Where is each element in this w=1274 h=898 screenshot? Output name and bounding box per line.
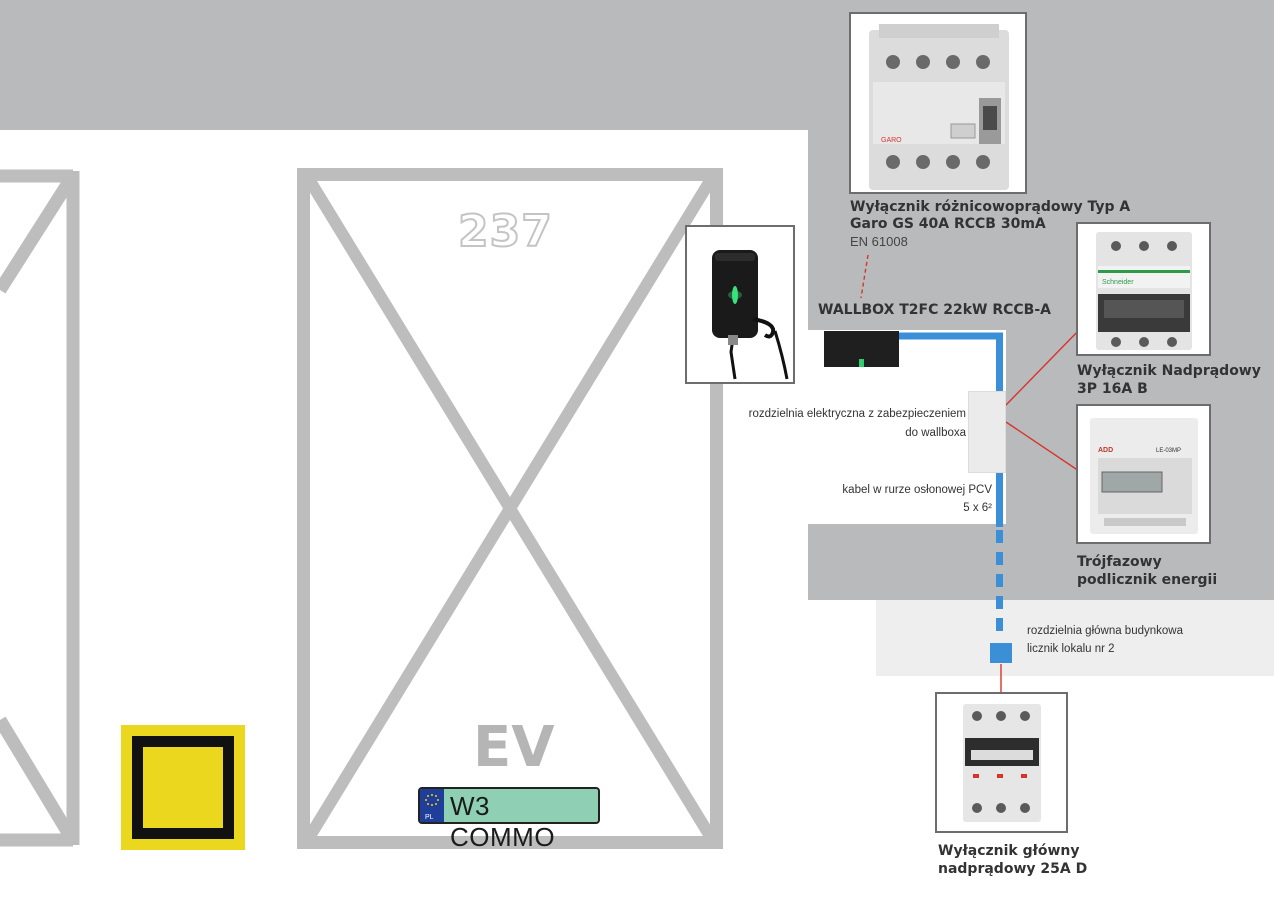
meter-label-line1: Trójfazowy <box>1077 554 1162 570</box>
cable-label-line1: kabel w rurze osłonowej PCV <box>842 484 992 496</box>
light-gray-band <box>876 600 1274 676</box>
leader-lines <box>860 254 1083 694</box>
upper-gray-zone <box>0 0 1274 130</box>
energy-meter-photo: ADD LE-03MP <box>1076 404 1211 544</box>
wallbox-photo <box>685 225 795 384</box>
rccb-standard: EN 61008 <box>850 234 908 249</box>
bay-number: 237 <box>457 205 553 258</box>
rccb-photo: GARO <box>849 12 1027 194</box>
svg-text:ADD: ADD <box>1098 447 1113 454</box>
mcb-label-line1: Wyłącznik Nadprądowy <box>1077 363 1261 379</box>
main-breaker-photo <box>935 692 1068 833</box>
rccb-brand: GARO <box>881 137 902 144</box>
license-plate: PL W3 COMMO <box>418 787 600 852</box>
main-parking-bay <box>297 168 723 849</box>
warning-square-icon <box>121 725 245 850</box>
plate-country-code: PL <box>425 814 434 821</box>
eu-flag-icon: PL <box>420 789 444 822</box>
distribution-box <box>968 391 1006 473</box>
rccb-model: Garo GS 40A RCCB 30mA <box>850 216 1046 232</box>
mcb-photo: Schneider <box>1076 222 1211 356</box>
distribution-label-line2: do wallboxa <box>905 427 966 439</box>
wallbox-label: WALLBOX T2FC 22kW RCCB-A <box>818 302 1051 318</box>
main-breaker-label-line1: Wyłącznik główny <box>938 843 1080 859</box>
main-board-label-line2: licznik lokalu nr 2 <box>1027 643 1115 655</box>
mcb-label-line2: 3P 16A B <box>1077 381 1148 397</box>
left-parking-bay <box>0 169 80 847</box>
meter-label-line2: podlicznik energii <box>1077 572 1218 588</box>
plate-number: W3 COMMO <box>450 791 556 852</box>
distribution-label-line1: rozdzielnia elektryczna z zabezpieczenie… <box>748 408 966 420</box>
ev-marking: EV <box>473 715 555 780</box>
main-board-label-line1: rozdzielnia główna budynkowa <box>1027 625 1183 637</box>
wallbox-unit <box>824 331 899 367</box>
meter-model: LE-03MP <box>1156 448 1181 454</box>
mcb-brand: Schneider <box>1102 279 1134 286</box>
wallbox-led <box>859 359 864 367</box>
cable-label-line2: 5 x 6² <box>963 502 992 514</box>
main-breaker-label-line2: nadprądowy 25A D <box>938 861 1088 877</box>
main-board-marker <box>990 643 1012 663</box>
rccb-title: Wyłącznik różnicowoprądowy Typ A <box>850 199 1131 215</box>
